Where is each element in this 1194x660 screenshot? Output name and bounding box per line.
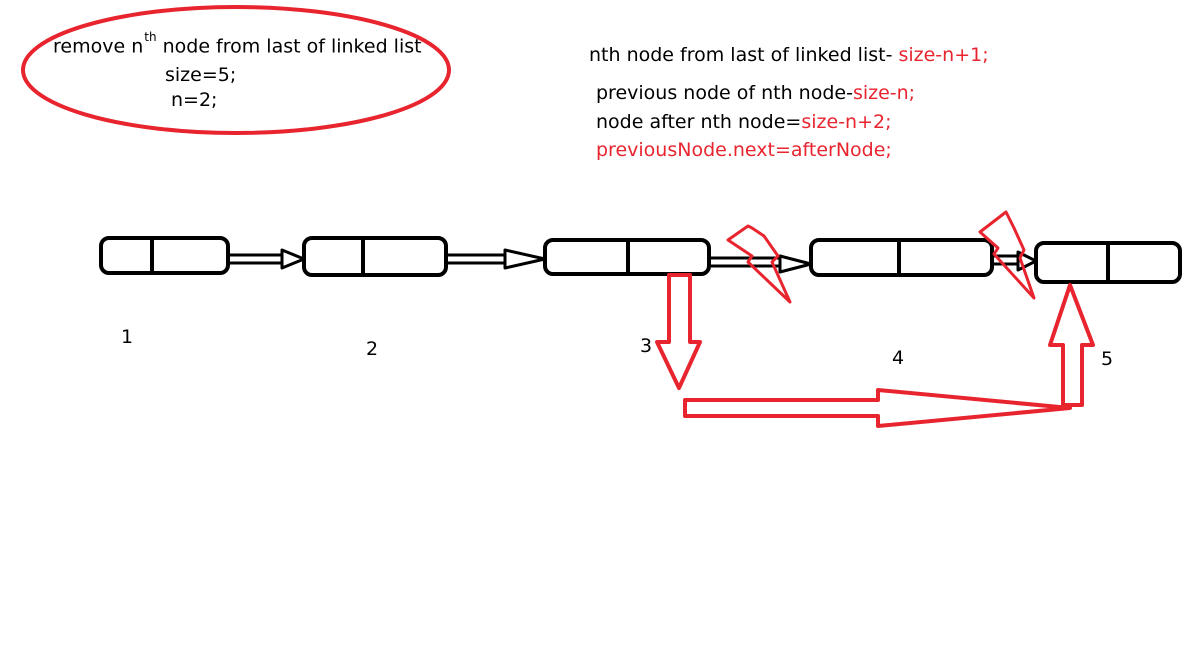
formula-nth-label: nth node from last of linked list- [589, 44, 899, 66]
note-title: remove nth node from last of linked list [53, 30, 422, 58]
formula-nth-value: size-n+1; [898, 44, 989, 66]
node-label-2: 2 [366, 338, 379, 360]
arrow-3-to-4 [709, 254, 813, 274]
node-label-4: 4 [892, 347, 905, 369]
break-mark-4-to-5 [978, 210, 1036, 300]
node-label-1: 1 [121, 326, 134, 348]
arrow-2-to-3 [446, 248, 547, 270]
formula-previous-node: previous node of nth node-size-n; [596, 82, 915, 104]
note-title-suffix: node from last of linked list [156, 35, 422, 58]
formula-nth-from-last: nth node from last of linked list- size-… [589, 44, 989, 66]
formula-after-label: node after nth node= [596, 111, 802, 133]
node-box-1 [99, 236, 230, 275]
node-box-2 [302, 236, 448, 277]
node-label-3: 3 [640, 335, 653, 357]
node-box-4 [809, 238, 994, 277]
formula-after-node: node after nth node=size-n+2; [596, 111, 892, 133]
note-size: size=5; [165, 64, 237, 86]
note-ellipse [21, 5, 451, 135]
formula-previous-label: previous node of nth node- [596, 82, 853, 104]
bypass-up-arrow [1048, 283, 1095, 407]
arrow-1-to-2 [228, 248, 306, 270]
formula-previous-value: size-n; [852, 82, 916, 104]
formula-after-value: size-n+2; [801, 111, 892, 133]
note-title-prefix: remove n [53, 35, 144, 58]
note-title-sup: th [144, 30, 157, 44]
bypass-down-arrow [655, 273, 702, 390]
node-label-5: 5 [1101, 348, 1114, 370]
bypass-horizontal-arrow [683, 388, 1072, 428]
node-box-5 [1034, 241, 1182, 284]
formula-link-assignment: previousNode.next=afterNode; [596, 139, 892, 161]
break-mark-3-to-4 [726, 224, 792, 304]
node-box-3 [543, 238, 711, 276]
note-n: n=2; [171, 89, 218, 111]
